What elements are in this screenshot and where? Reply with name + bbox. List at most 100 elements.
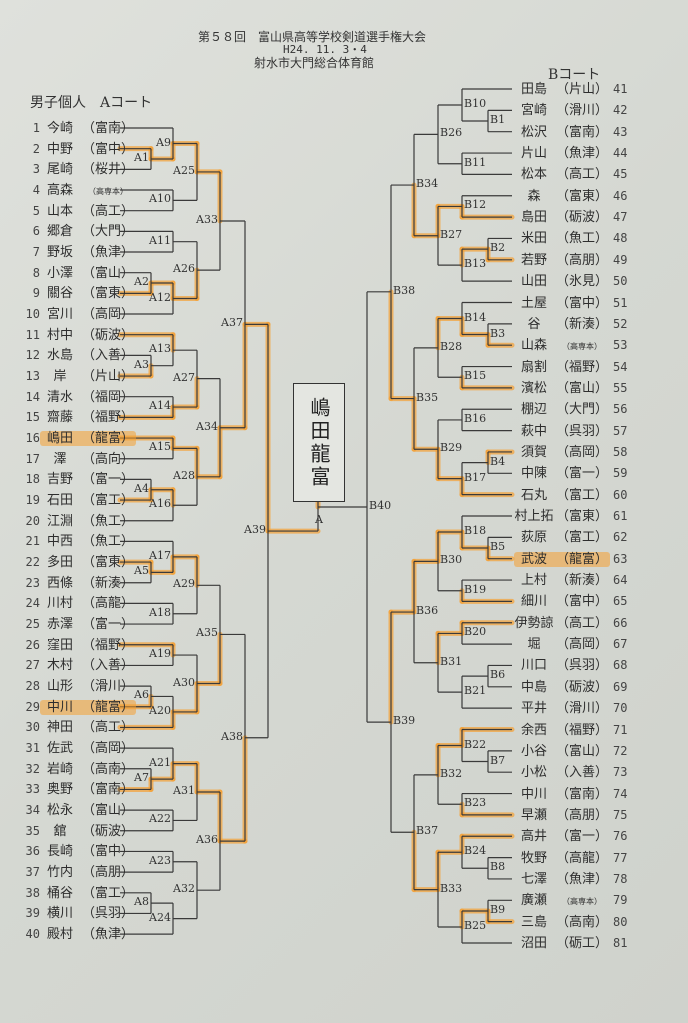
school-name: 大門 [568, 402, 595, 418]
player-entry: 棚辺（大門）56 [514, 401, 635, 417]
school-name: 富工 [94, 493, 121, 509]
player-school: （富南） [81, 782, 135, 798]
school-name: 富南 [568, 786, 595, 802]
school-name: 入善 [568, 765, 595, 781]
player-school: （富南） [81, 121, 135, 136]
player-number: 59 [613, 466, 628, 481]
player-school: （富中） [81, 844, 135, 860]
player-number: 41 [613, 82, 628, 96]
player-number: 9 [32, 286, 40, 301]
school-name: 高岡 [568, 637, 595, 653]
player-number: 79 [613, 893, 628, 908]
match-label: B32 [440, 766, 463, 780]
match-label: B13 [464, 257, 487, 271]
player-school: （富南） [555, 786, 609, 802]
school-name: 高南 [94, 761, 121, 777]
player-number: 26 [25, 637, 40, 652]
player-name: 廣瀬 [520, 893, 547, 909]
player-number: 2 [32, 141, 40, 156]
match-label: A19 [149, 647, 171, 661]
school-name: 氷見 [568, 274, 595, 290]
player-school: （新湊） [555, 316, 609, 332]
player-name: 岸 [53, 369, 67, 385]
player-name: 石田 [46, 493, 73, 509]
player-name: 細川 [520, 594, 547, 610]
player-name: 川口 [520, 658, 547, 674]
match-label: A22 [149, 812, 171, 826]
player-name: 七澤 [520, 871, 547, 887]
player-entry: 石丸（富工）60 [514, 487, 635, 503]
player-name: 沼田 [520, 936, 547, 951]
player-number: 3 [32, 162, 40, 177]
player-school: （大門） [555, 402, 609, 418]
player-number: 44 [613, 146, 628, 161]
player-name: 嶋田 [46, 431, 73, 447]
player-school: （高工） [81, 720, 135, 736]
school-name: 高向 [94, 451, 121, 467]
player-name: 中陳 [520, 466, 547, 482]
player-school: （高南） [81, 761, 135, 777]
player-number: 24 [25, 596, 40, 611]
player-name: 西條 [46, 575, 73, 591]
player-entry: 堀（高岡）67 [514, 636, 635, 652]
player-school: （富一） [81, 617, 135, 633]
match-label: B26 [440, 126, 463, 140]
school-name: 滑川 [568, 701, 595, 717]
player-name: 堀 [527, 637, 541, 653]
player-school: （富中） [555, 295, 609, 311]
school-name: 砺波 [94, 823, 121, 839]
player-name: 森 [527, 188, 541, 204]
player-entry: 平井（滑川）70 [514, 700, 635, 716]
player-school: （砺工） [555, 936, 609, 951]
match-label: B1 [490, 113, 506, 127]
player-entry: 中陳（富一）59 [514, 465, 635, 481]
player-entry: 宮崎（滑川）42 [514, 102, 635, 118]
player-school: （高専本） [562, 342, 602, 352]
match-label: B19 [464, 582, 487, 596]
player-school: （富中） [81, 141, 135, 157]
player-number: 57 [613, 423, 628, 438]
player-number: 34 [25, 803, 40, 818]
match-label: B23 [464, 796, 487, 810]
player-name: 郷倉 [46, 224, 73, 240]
player-name: 小谷 [520, 743, 547, 759]
player-number: 37 [25, 865, 40, 880]
player-entry: 土屋（富中）51 [514, 295, 635, 311]
match-label: B9 [490, 902, 506, 916]
match-label: A15 [149, 440, 171, 454]
player-school: （龍富） [81, 699, 135, 715]
player-name: 木村 [46, 658, 73, 674]
school-name: 高龍 [568, 850, 595, 866]
player-name: 村中 [46, 327, 73, 343]
match-label: B28 [440, 339, 463, 353]
school-name: 高岡 [94, 307, 121, 323]
player-school: （富山） [555, 380, 609, 396]
player-name: 澤 [53, 451, 67, 467]
player-entry: 萩中（呉羽）57 [514, 423, 635, 439]
player-school: （入善） [81, 658, 135, 674]
player-name: 佐武 [46, 741, 73, 757]
player-school: （高工） [555, 167, 609, 183]
player-school: （高専本） [562, 897, 602, 907]
player-school: （片山） [81, 369, 135, 385]
school-name: 富一 [568, 466, 595, 482]
player-number: 48 [613, 231, 628, 246]
player-entry: 米田（魚工）48 [514, 230, 635, 246]
match-label: B22 [464, 737, 487, 751]
player-number: 65 [613, 594, 628, 609]
player-number: 76 [613, 829, 628, 844]
match-label: A4 [134, 481, 149, 495]
player-entry: 沼田（砺工）81 [514, 935, 635, 951]
player-number: 1 [32, 121, 40, 135]
player-number: 39 [25, 906, 40, 921]
player-number: 62 [613, 530, 628, 545]
player-name: 神田 [46, 720, 73, 736]
player-school: （魚津） [555, 871, 609, 887]
